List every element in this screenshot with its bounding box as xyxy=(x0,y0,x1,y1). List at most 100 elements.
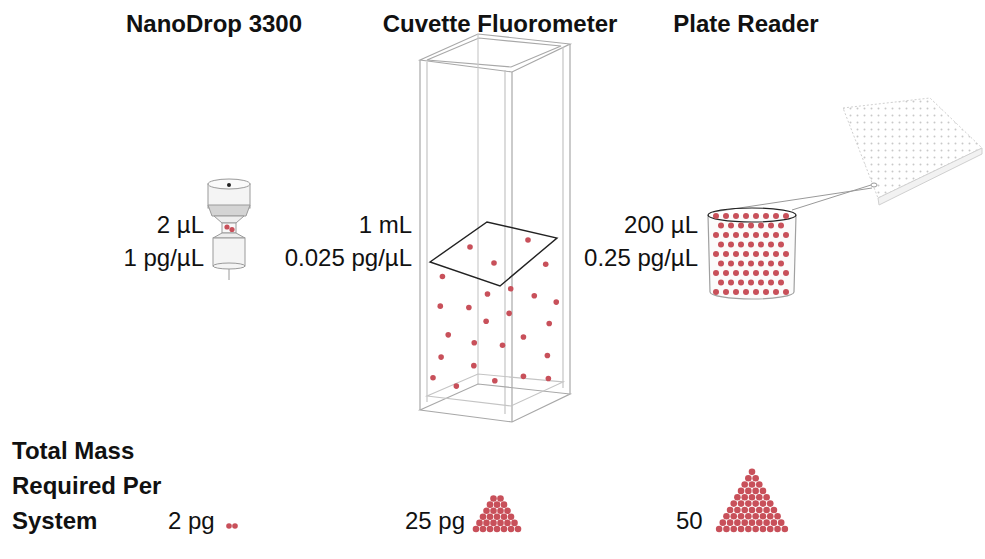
mass-dot xyxy=(473,526,480,533)
mass-dot xyxy=(730,500,737,507)
plate-side xyxy=(878,148,982,205)
sample-dot xyxy=(229,227,234,232)
molecule-dot xyxy=(718,261,724,267)
mass-dot xyxy=(738,488,745,495)
sample-column xyxy=(222,223,236,233)
mass-pile xyxy=(716,469,788,533)
molecule-dot xyxy=(763,270,769,276)
mass-dot xyxy=(727,507,734,514)
molecule-dot xyxy=(723,270,729,276)
mass-dot xyxy=(782,526,789,533)
mass-dot xyxy=(741,507,748,514)
molecule-dot xyxy=(758,223,764,229)
molecule-dot xyxy=(728,280,734,286)
mass-dot xyxy=(749,519,756,526)
molecule-dot xyxy=(738,242,744,248)
molecule-dot xyxy=(733,213,739,219)
molecule-dot xyxy=(738,223,744,229)
molecule-dot xyxy=(713,251,719,257)
mass-dot xyxy=(749,507,756,514)
molecule-dot xyxy=(508,286,514,292)
molecule-dot xyxy=(521,374,527,380)
molecule-dot xyxy=(723,251,729,257)
molecule-dot xyxy=(467,244,473,250)
mass-dot xyxy=(515,526,522,533)
mass-dot xyxy=(727,519,734,526)
molecule-dot xyxy=(521,334,527,340)
molecule-dot xyxy=(778,261,784,267)
molecule-dot xyxy=(491,260,497,266)
concentration-label: 1 pg/µL xyxy=(123,244,204,273)
mass-dot xyxy=(487,526,494,533)
molecule-dot xyxy=(768,223,774,229)
mass-dot xyxy=(738,500,745,507)
mass-dot xyxy=(511,520,518,527)
molecule-dot xyxy=(753,232,759,238)
left-edge xyxy=(419,60,420,410)
mass-dot xyxy=(734,507,741,514)
mass-dot xyxy=(745,513,752,520)
mass-label: 25 pg xyxy=(405,507,465,536)
molecule-dot xyxy=(723,232,729,238)
mass-dot xyxy=(508,514,515,521)
well-beaker xyxy=(708,208,796,299)
molecule-dot xyxy=(773,232,779,238)
mass-dot xyxy=(745,526,752,533)
molecule-dot xyxy=(753,213,759,219)
molecule-dot xyxy=(733,270,739,276)
mass-dot xyxy=(723,526,730,533)
mass-dot xyxy=(760,513,767,520)
mass-dot xyxy=(483,507,490,514)
lower-body xyxy=(213,238,245,266)
molecule-dot xyxy=(713,232,719,238)
mass-dot xyxy=(745,500,752,507)
molecule-dot xyxy=(733,232,739,238)
cuvette-molecules xyxy=(430,237,559,389)
mass-dot xyxy=(756,481,763,488)
mass-dot xyxy=(734,519,741,526)
molecule-dot xyxy=(773,289,779,295)
mass-dot xyxy=(497,495,504,502)
plate-well xyxy=(871,183,877,187)
molecule-dot xyxy=(758,261,764,267)
mass-dot xyxy=(741,481,748,488)
mass-dot xyxy=(494,501,501,508)
mass-dot xyxy=(730,513,737,520)
molecule-dot xyxy=(713,213,719,219)
concentration-label: 0.025 pg/µL xyxy=(285,244,412,273)
molecule-dot xyxy=(773,251,779,257)
mass-dot xyxy=(752,488,759,495)
mass-dot xyxy=(749,481,756,488)
upper-pedestal xyxy=(214,216,244,223)
mass-dot xyxy=(734,494,741,501)
molecule-dot xyxy=(438,354,444,360)
mass-dot xyxy=(749,469,756,476)
mass-dot xyxy=(501,526,508,533)
mass-dot xyxy=(752,526,759,533)
row-heading: Total Mass Required Per System xyxy=(12,433,162,538)
molecule-dot xyxy=(546,376,552,382)
microplate xyxy=(713,98,982,212)
molecule-dot xyxy=(763,232,769,238)
molecule-dot xyxy=(718,223,724,229)
molecule-dot xyxy=(466,305,472,311)
molecule-dot xyxy=(743,232,749,238)
molecule-dot xyxy=(743,251,749,257)
molecule-dot xyxy=(531,293,537,299)
liquid-surface xyxy=(430,222,557,286)
mass-dot xyxy=(767,513,774,520)
molecule-dot xyxy=(723,213,729,219)
molecule-dot xyxy=(445,332,451,338)
mass-dot xyxy=(763,519,770,526)
molecule-dot xyxy=(506,311,512,317)
molecule-dot xyxy=(728,242,734,248)
molecule-dot xyxy=(743,270,749,276)
molecule-dot xyxy=(713,270,719,276)
lower-body-base xyxy=(213,263,245,269)
column-heading: NanoDrop 3300 xyxy=(126,10,302,39)
molecule-dot xyxy=(773,213,779,219)
molecule-dot xyxy=(492,378,498,384)
mass-dot xyxy=(504,507,511,514)
mass-dot xyxy=(501,514,508,521)
